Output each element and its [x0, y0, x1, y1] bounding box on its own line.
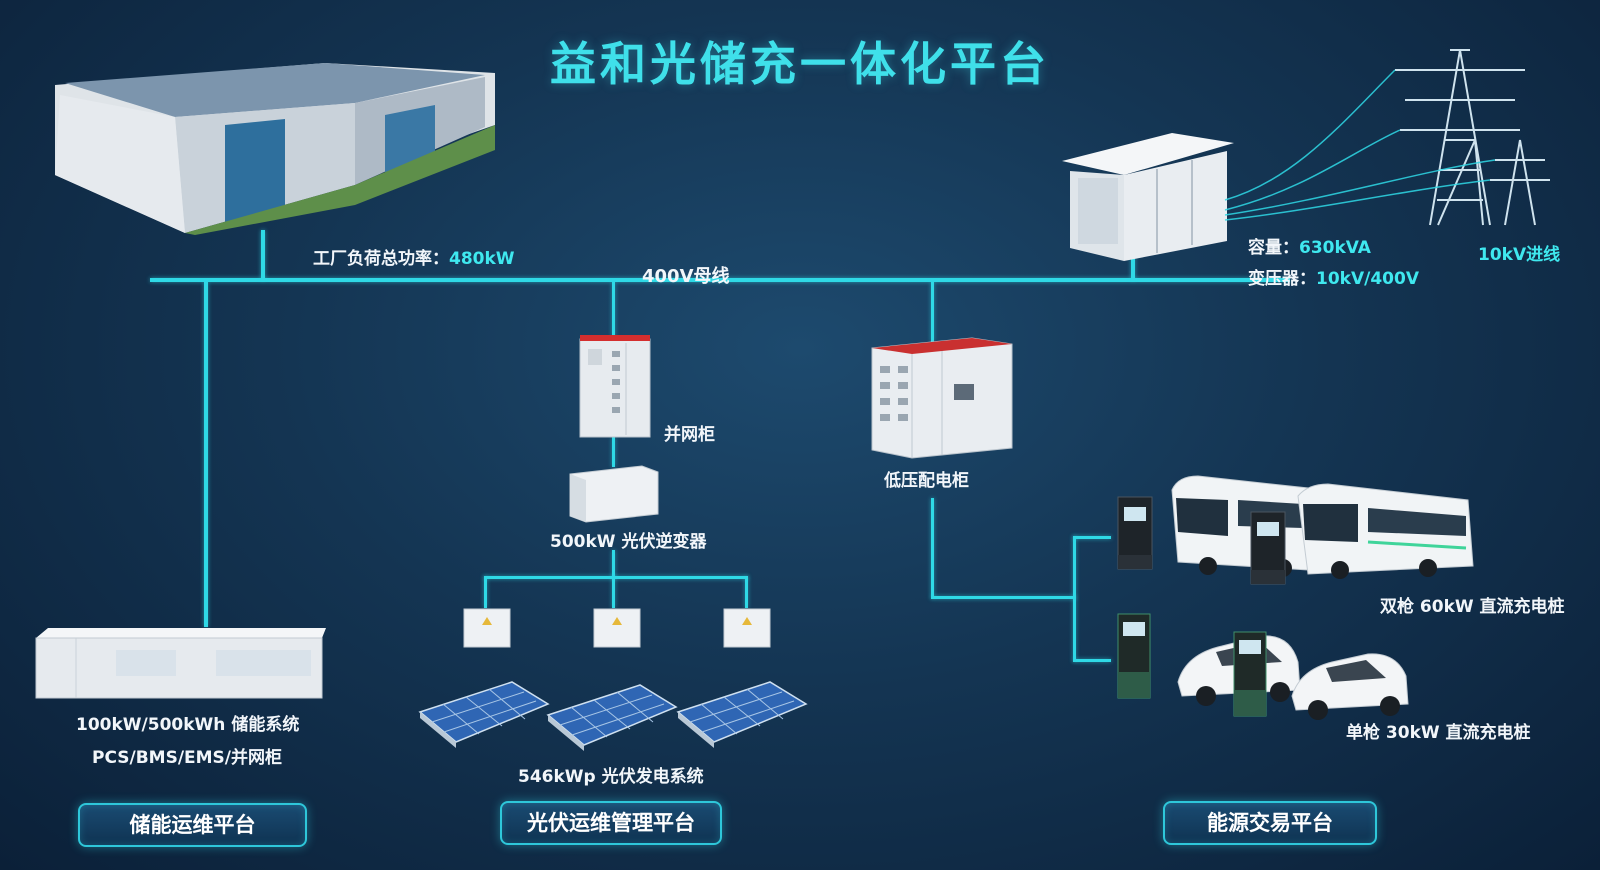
dual-gun-charger-2	[1250, 511, 1286, 585]
lv-cabinet-label: 低压配电柜	[884, 471, 969, 491]
factory-load-label: 工厂负荷总功率：	[313, 249, 449, 269]
single-gun-charger-1	[1117, 613, 1151, 699]
factory-feed-line	[261, 230, 265, 280]
charger-feed-line	[931, 498, 934, 598]
storage-ops-platform-button[interactable]: 储能运维平台	[78, 803, 307, 847]
storage-system-label: 100kW/500kWh 储能系统	[76, 715, 300, 735]
combiner-trunk-line	[612, 550, 615, 578]
combiner-drop-2	[612, 576, 615, 608]
dual-gun-charger-1	[1117, 496, 1153, 570]
energy-trade-platform-button[interactable]: 能源交易平台	[1163, 801, 1377, 845]
bus-400v-line	[150, 278, 1290, 282]
pv-ops-platform-button[interactable]: 光伏运维管理平台	[500, 801, 722, 845]
factory-building-image	[55, 63, 495, 235]
transformer-capacity-label: 容量：	[1248, 238, 1299, 258]
grid-cabinet-label: 并网柜	[664, 425, 715, 445]
combiner-box-3	[723, 608, 771, 648]
inverter-feed-line	[612, 437, 615, 467]
storage-components-label: PCS/BMS/EMS/并网柜	[92, 748, 283, 768]
transformer-box-image	[1062, 133, 1234, 261]
solar-panel-array-1	[418, 681, 550, 748]
pv-system-label: 546kWp 光伏发电系统	[518, 767, 704, 787]
single-gun-charger-2	[1233, 631, 1267, 717]
storage-container-image	[35, 628, 326, 699]
transformer-capacity-value: 630kVA	[1299, 238, 1371, 258]
grid-cabinet-image	[579, 335, 651, 438]
factory-load-value: 480kW	[449, 249, 515, 269]
lv-cabinet-image	[871, 337, 1013, 459]
charger-branch-vertical	[1073, 536, 1076, 661]
dual-gun-charger-label: 双枪 60kW 直流充电桩	[1380, 597, 1565, 617]
transformer-ratio-caption: 变压器：10kV/400V	[1248, 264, 1419, 289]
pv-feed-line	[612, 282, 615, 337]
transformer-feed-line	[1131, 250, 1135, 280]
combiner-branch-line	[484, 576, 748, 579]
electric-bus-image	[1171, 475, 1474, 579]
bus-400v-label: 400V母线	[642, 266, 730, 287]
charger-branch-top	[1073, 536, 1111, 539]
page-title: 益和光储充一体化平台	[550, 37, 1050, 91]
transformer-capacity-caption: 容量：630kVA	[1248, 233, 1371, 258]
solar-panel-array-2	[546, 684, 678, 751]
solar-panel-array-3	[676, 681, 808, 748]
charger-branch-bottom	[1073, 659, 1111, 662]
factory-load-caption: 工厂负荷总功率：480kW	[313, 244, 515, 269]
combiner-drop-1	[484, 576, 487, 608]
transformer-ratio-label: 变压器：	[1248, 269, 1316, 289]
transmission-tower-image	[1224, 49, 1550, 226]
inverter-label: 500kW 光伏逆变器	[550, 532, 707, 552]
combiner-box-1	[463, 608, 511, 648]
combiner-drop-3	[745, 576, 748, 608]
pv-inverter-image	[569, 465, 659, 523]
transformer-ratio-value: 10kV/400V	[1316, 269, 1419, 289]
storage-feed-line	[204, 282, 208, 627]
single-gun-charger-label: 单枪 30kW 直流充电桩	[1346, 723, 1531, 743]
lv-feed-line	[931, 282, 934, 342]
electric-car-image	[1177, 635, 1409, 720]
grid-incoming-label: 10kV进线	[1478, 245, 1561, 265]
combiner-box-2	[593, 608, 641, 648]
charger-feed-horizontal	[931, 596, 1076, 599]
